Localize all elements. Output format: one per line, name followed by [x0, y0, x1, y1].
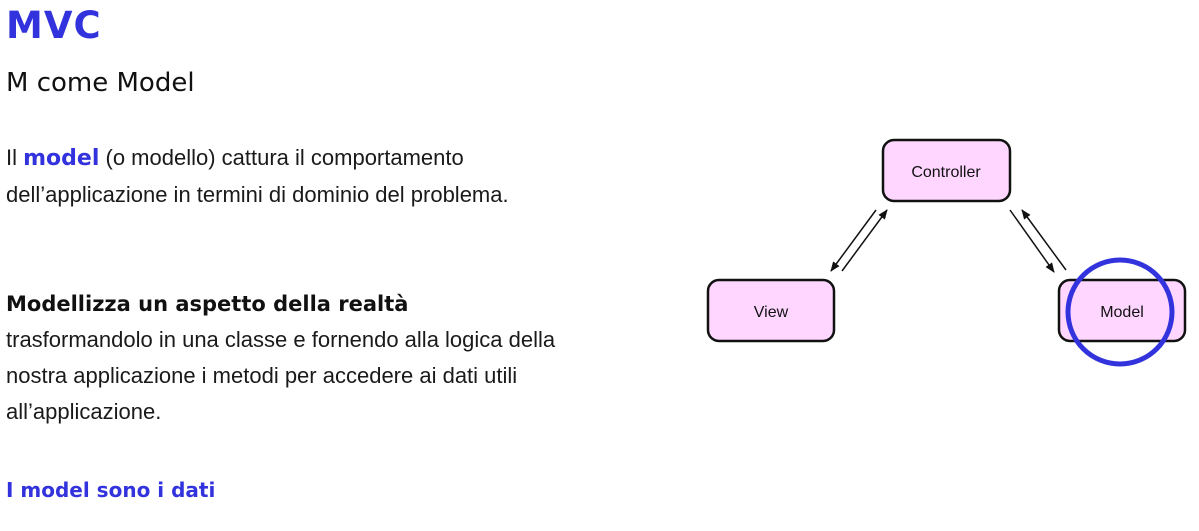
model-label: Model	[1100, 304, 1144, 321]
arrow-controller-to-view	[830, 209, 877, 272]
model-highlight-ring	[1065, 257, 1175, 367]
modelling-paragraph: Modellizza un aspetto della realtà trasfo…	[6, 286, 596, 430]
slide-subtitle: M come Model	[6, 68, 195, 98]
view-node: View	[706, 278, 836, 343]
modelling-heading: Modellizza un aspetto della realtà	[6, 292, 409, 316]
mvc-diagram: Controller View Model	[706, 138, 1187, 367]
arrow-view-to-controller	[841, 209, 888, 272]
controller-node: Controller	[881, 138, 1012, 203]
definition-prefix: Il	[6, 145, 24, 170]
controller-label: Controller	[911, 164, 981, 181]
slide-title: MVC	[6, 4, 102, 47]
closing-statement: I model sono i dati	[6, 478, 216, 502]
model-keyword: model	[23, 146, 100, 171]
modelling-text: trasformandolo in una classe e fornendo …	[6, 327, 556, 424]
arrow-controller-to-model	[1009, 209, 1055, 273]
view-label: View	[754, 304, 789, 321]
definition-text: (o modello) cattura il comportamento del…	[6, 145, 509, 207]
model-definition-paragraph: Il model (o modello) cattura il comporta…	[6, 140, 546, 213]
arrow-model-to-controller	[1021, 209, 1067, 271]
model-node: Model	[1057, 278, 1187, 343]
